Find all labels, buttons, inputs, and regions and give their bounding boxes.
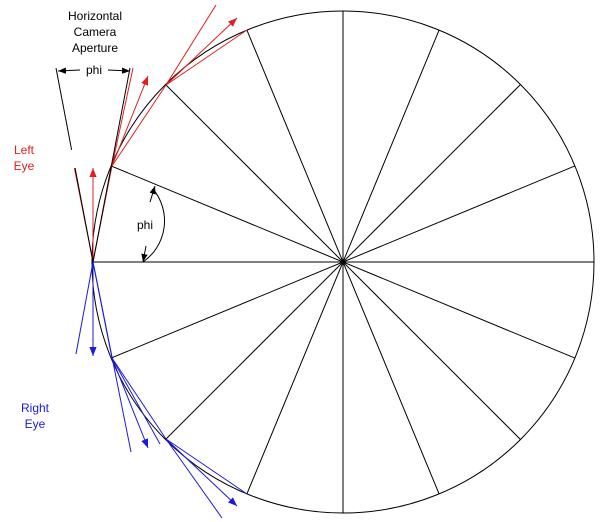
aperture-title-line1: Horizontal [68,9,122,23]
right-eye-chord [111,357,167,440]
aperture-title-line3: Aperture [72,41,118,55]
left-eye-label-line1: Left [14,143,35,157]
left-eye-ray-arrow [165,17,238,86]
left-eye-ray-arrow [111,75,149,167]
segment-spoke [110,165,576,359]
right-eye-ray-arrow [165,438,238,507]
right-eye-rays [75,261,248,519]
right-eye-label-line2: Eye [25,417,46,431]
angle-phi-label: phi [137,218,153,232]
right-eye-chord [165,438,248,495]
left-eye-ray [111,67,134,167]
left-eye-rays [73,4,248,263]
aperture-gap [69,149,77,169]
right-eye-ray [92,261,132,453]
aperture-edge-right [92,67,131,263]
phi-arc [142,188,165,263]
left-eye-ray [165,4,217,86]
right-eye-ray-arrow [111,357,149,449]
left-eye-chord [165,29,248,86]
phi-arrow-top [149,185,156,203]
phi-arrow-bottom [141,245,148,263]
segment-spokes [92,11,594,513]
right-eye-label-line1: Right [21,401,50,415]
right-eye-ray [165,438,223,519]
left-eye-label-line2: Eye [14,159,35,173]
aperture-bracket [55,67,131,263]
aperture-phi-label: phi [86,63,102,77]
phi-angle-marker [141,185,165,263]
aperture-title-line2: Camera [74,25,117,39]
left-eye-chord [111,84,167,167]
aperture-arrow-left [57,67,81,74]
aperture-arrow-right [107,67,131,74]
right-eye-ray [75,261,94,355]
right-eye-ray [111,357,161,445]
